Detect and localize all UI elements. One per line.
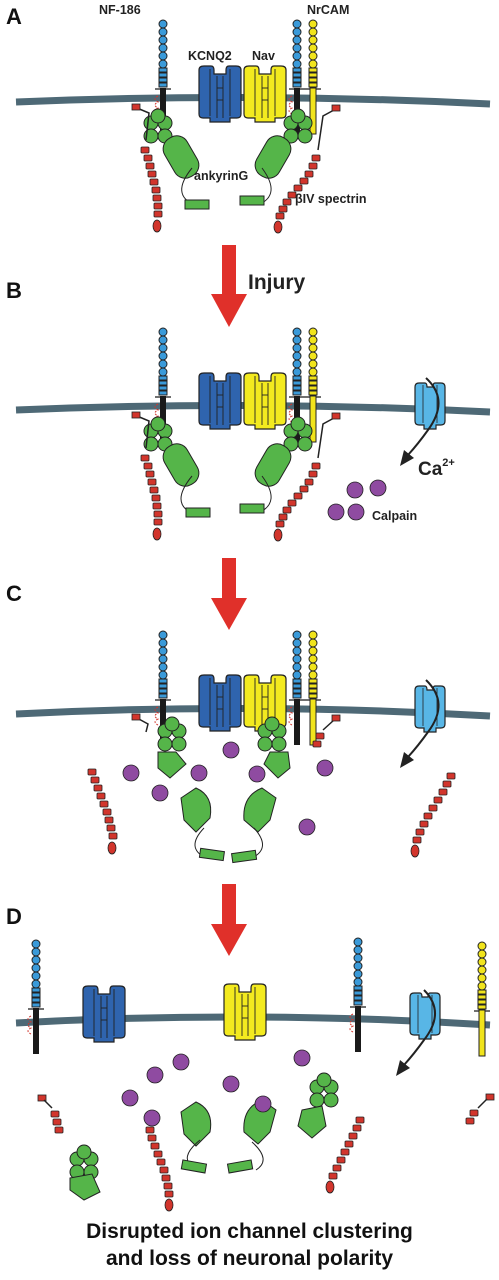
- calpain-particle: [146, 1066, 164, 1084]
- panel-letter-b: B: [6, 278, 22, 303]
- ankyrin-fragment: [243, 787, 277, 833]
- calpain-particle: [327, 503, 345, 521]
- calcium-channel: [414, 685, 446, 733]
- calpain-particle: [369, 479, 387, 497]
- nav-channel: [243, 372, 287, 430]
- kcnq2-channel: [198, 372, 242, 430]
- calpain-label: Calpain: [372, 509, 417, 523]
- ankyrin-fragment: [263, 751, 291, 779]
- nrcam-label: NrCAM: [307, 3, 349, 17]
- nrcam-molecule: [304, 630, 322, 746]
- calpain-particle: [121, 1089, 139, 1107]
- nf186-label: NF-186: [99, 3, 141, 17]
- ankyrin-cluster: [309, 1072, 339, 1108]
- calcium-arrowhead: [396, 1060, 410, 1076]
- nf186-molecule: [27, 939, 45, 1055]
- calpain-particle: [190, 764, 208, 782]
- ankyrin-fragment: [297, 1105, 327, 1139]
- ankyrin-body: [162, 135, 200, 179]
- calcium-arrowhead: [400, 450, 414, 466]
- nrcam-molecule: [473, 941, 491, 1057]
- nav-channel: [223, 983, 267, 1041]
- calpain-particle: [151, 784, 169, 802]
- panel-letter-d: D: [6, 904, 22, 929]
- spectrin-right: [273, 104, 341, 234]
- injury-label: Injury: [248, 271, 305, 294]
- spectrin-fragment: [37, 1094, 64, 1134]
- kcnq2-label: KCNQ2: [188, 49, 232, 63]
- ankyrin-fragment: [157, 751, 187, 779]
- panel-c: C: [6, 581, 491, 864]
- calpain-particle: [346, 481, 364, 499]
- calpain-particle: [293, 1049, 311, 1067]
- calcium-influx-arrow: [407, 377, 440, 456]
- ankyrin-tail: [185, 507, 211, 518]
- spectrin-right: [273, 412, 341, 542]
- nf186-molecule: [288, 630, 306, 746]
- injury-arrow: [211, 245, 247, 327]
- ankyrin-tail: [226, 1159, 254, 1174]
- calcium-label: Ca2+: [418, 457, 455, 480]
- beta-iv-spectrin-label: βIV spectrin: [295, 192, 367, 206]
- ankyrin-tail: [184, 199, 210, 210]
- calcium-arrowhead: [400, 752, 414, 768]
- ankyrin-body: [254, 443, 292, 487]
- nf186-molecule: [349, 937, 367, 1053]
- ankyrin-tail: [230, 849, 258, 864]
- kcnq2-channel: [82, 985, 126, 1043]
- spectrin-fragment: [87, 713, 149, 855]
- calpain-particle: [254, 1095, 272, 1113]
- calpain-particle: [222, 741, 240, 759]
- calcium-influx-arrow: [407, 679, 440, 758]
- calcium-channel: [414, 382, 446, 430]
- panel-a: A: [6, 3, 491, 234]
- spectrin-fragment: [465, 1093, 495, 1125]
- ankyrin-cluster: [69, 1144, 99, 1180]
- panel-d: D: [6, 904, 495, 1212]
- ankyrin-tail: [180, 1159, 208, 1174]
- calpain-particle: [172, 1053, 190, 1071]
- calpain-particle: [316, 759, 334, 777]
- spectrin-left: [131, 103, 163, 233]
- spectrin-fragment: [325, 1116, 365, 1194]
- calpain-particle: [122, 764, 140, 782]
- calpain-particle: [347, 503, 365, 521]
- panel-b: B: [6, 278, 491, 542]
- ankyrin-tail: [198, 847, 226, 862]
- nav-channel: [243, 65, 287, 123]
- calpain-particle: [143, 1109, 161, 1127]
- nav-label: Nav: [252, 49, 275, 63]
- ankyring-label: ankyrinG: [194, 169, 248, 183]
- ankyrin-linker: [251, 1141, 264, 1171]
- spectrin-left: [131, 411, 163, 541]
- panel-letter-c: C: [6, 581, 22, 606]
- ankyrin-tail: [239, 195, 265, 206]
- spectrin-fragment: [312, 714, 456, 858]
- calpain-particle: [248, 765, 266, 783]
- calpain-particle: [298, 818, 316, 836]
- calcium-influx-arrow: [403, 989, 436, 1066]
- calpain-particle: [222, 1075, 240, 1093]
- ankyrin-body: [254, 135, 292, 179]
- kcnq2-channel: [198, 65, 242, 123]
- caption-line-2: and loss of neuronal polarity: [105, 1247, 394, 1270]
- ankyrin-fragment: [180, 787, 212, 833]
- ankyrin-fragment: [69, 1173, 101, 1201]
- progression-arrow: [211, 884, 247, 956]
- ankyrin-tail: [239, 503, 265, 514]
- ankyrin-body: [162, 443, 200, 487]
- caption-line-1: Disrupted ion channel clustering: [86, 1220, 413, 1243]
- kcnq2-channel: [198, 674, 242, 732]
- spectrin-fragment: [145, 1126, 174, 1212]
- ankyrin-fragment: [180, 1101, 212, 1147]
- panel-letter-a: A: [6, 4, 22, 29]
- progression-arrow: [211, 558, 247, 630]
